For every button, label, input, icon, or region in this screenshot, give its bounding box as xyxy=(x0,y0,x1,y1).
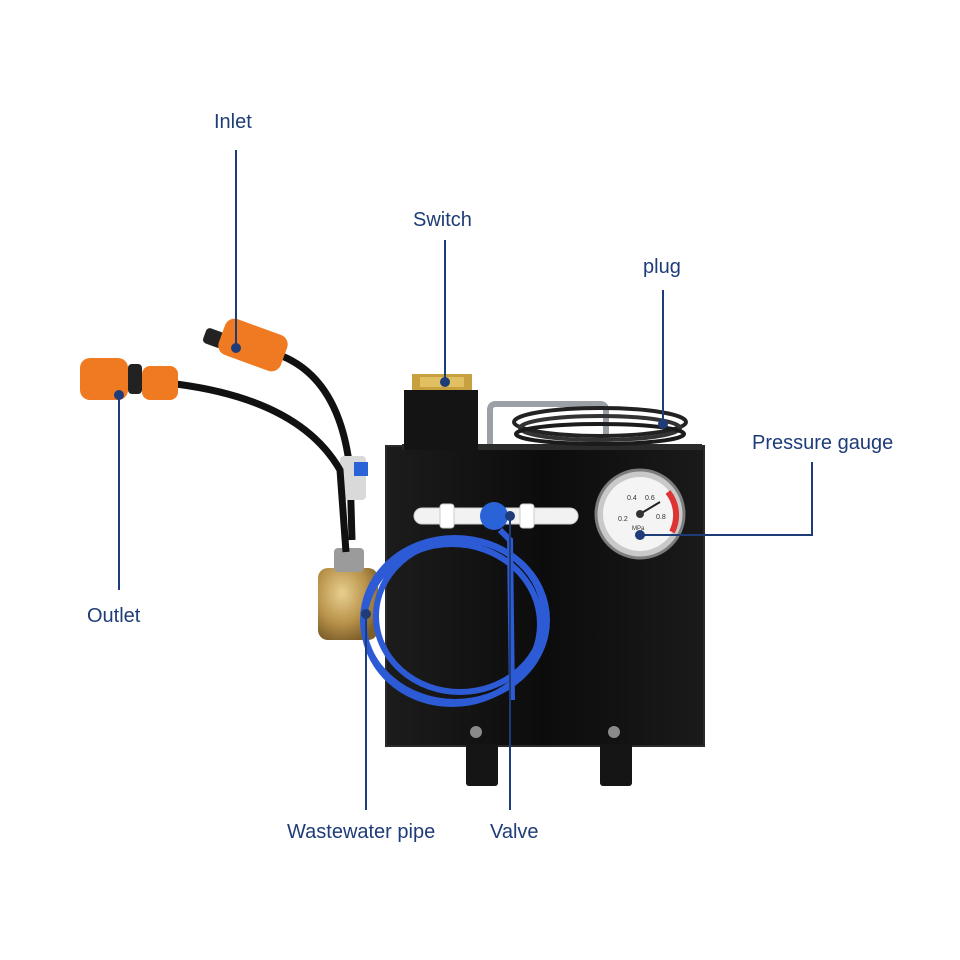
plug-callout-dot xyxy=(658,419,668,429)
gauge-tick-label: 0.8 xyxy=(656,514,666,521)
left-foot xyxy=(466,744,498,786)
switch-unit xyxy=(404,374,478,450)
pressure-line xyxy=(640,462,813,536)
label-wastewater-pipe: Wastewater pipe xyxy=(287,821,436,843)
switch-callout-dot xyxy=(440,377,450,387)
label-inlet: Inlet xyxy=(214,111,252,133)
label-plug: plug xyxy=(643,256,681,278)
gauge-tick-label: 0.6 xyxy=(645,495,655,502)
right-foot xyxy=(600,744,632,786)
plug-cord xyxy=(487,401,688,446)
gauge-tick-label: 0.4 xyxy=(627,495,637,502)
gauge-unit-label: MPa xyxy=(632,526,645,532)
valve-assembly xyxy=(413,502,579,530)
outlet-hose xyxy=(80,358,350,553)
bolt-right xyxy=(608,726,620,738)
gauge-tick-label: 0.2 xyxy=(618,516,628,523)
label-outlet: Outlet xyxy=(87,605,141,627)
label-valve: Valve xyxy=(490,821,539,843)
label-pressure-gauge: Pressure gauge xyxy=(752,432,894,454)
pressure-gauge: 0.2 0.4 0.6 0.8 MPa xyxy=(594,468,686,560)
callout-lines xyxy=(118,150,813,810)
label-switch: Switch xyxy=(413,209,472,231)
bolt-left xyxy=(470,726,482,738)
